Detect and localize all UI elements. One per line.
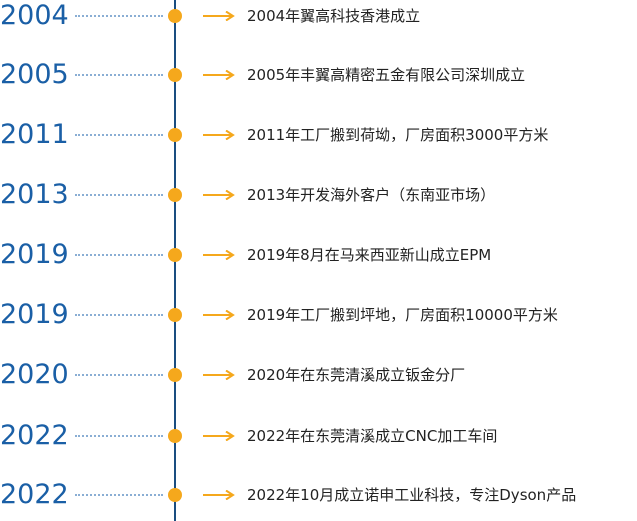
event-description: 2005年丰翼高精密五金有限公司深圳成立: [247, 66, 526, 84]
arrow-head: [225, 490, 235, 500]
timeline-dot-icon: [168, 188, 182, 202]
timeline-dot-icon: [168, 368, 182, 382]
arrow-right-icon: [203, 490, 235, 500]
timeline-dot-icon: [168, 128, 182, 142]
event-description: 2019年工厂搬到坪地，厂房面积10000平方米: [247, 306, 558, 324]
timeline-dot-icon: [168, 248, 182, 262]
timeline-event: 2022 2022年在东莞清溪成立CNC加工车间: [0, 416, 637, 456]
timeline-event: 2004 2004年翼高科技香港成立: [0, 0, 637, 36]
arrow-head: [225, 250, 235, 260]
dotted-leader-line: [75, 494, 163, 496]
timeline-event: 2013 2013年开发海外客户（东南亚市场）: [0, 175, 637, 215]
event-year: 2022: [0, 420, 69, 451]
arrow-right-icon: [203, 11, 235, 21]
arrow-right-icon: [203, 130, 235, 140]
timeline-event: 2020 2020年在东莞清溪成立钣金分厂: [0, 355, 637, 395]
event-year: 2011: [0, 119, 69, 150]
event-description: 2022年在东莞清溪成立CNC加工车间: [247, 427, 498, 445]
event-description: 2022年10月成立诺申工业科技，专注Dyson产品: [247, 486, 577, 504]
event-year: 2020: [0, 359, 69, 390]
arrow-right-icon: [203, 250, 235, 260]
timeline-event: 2019 2019年工厂搬到坪地，厂房面积10000平方米: [0, 295, 637, 335]
arrow-head: [225, 431, 235, 441]
event-year: 2005: [0, 59, 69, 90]
event-description: 2011年工厂搬到荷坳，厂房面积3000平方米: [247, 126, 549, 144]
timeline-event: 2005 2005年丰翼高精密五金有限公司深圳成立: [0, 55, 637, 95]
dotted-leader-line: [75, 194, 163, 196]
timeline-dot-icon: [168, 429, 182, 443]
arrow-right-icon: [203, 431, 235, 441]
timeline-dot-icon: [168, 488, 182, 502]
arrow-head: [225, 190, 235, 200]
timeline-event: 2022 2022年10月成立诺申工业科技，专注Dyson产品: [0, 475, 637, 515]
event-year: 2019: [0, 239, 69, 270]
event-description: 2013年开发海外客户（东南亚市场）: [247, 186, 496, 204]
event-description: 2020年在东莞清溪成立钣金分厂: [247, 366, 466, 384]
arrow-head: [225, 370, 235, 380]
timeline-event: 2019 2019年8月在马来西亚新山成立EPM: [0, 235, 637, 275]
arrow-head: [225, 70, 235, 80]
event-year: 2019: [0, 299, 69, 330]
event-year: 2013: [0, 179, 69, 210]
event-description: 2019年8月在马来西亚新山成立EPM: [247, 246, 492, 264]
dotted-leader-line: [75, 435, 163, 437]
dotted-leader-line: [75, 254, 163, 256]
dotted-leader-line: [75, 314, 163, 316]
dotted-leader-line: [75, 134, 163, 136]
arrow-right-icon: [203, 370, 235, 380]
event-year: 2004: [0, 0, 69, 31]
dotted-leader-line: [75, 74, 163, 76]
event-description: 2004年翼高科技香港成立: [247, 7, 421, 25]
dotted-leader-line: [75, 15, 163, 17]
arrow-head: [225, 310, 235, 320]
arrow-right-icon: [203, 310, 235, 320]
arrow-right-icon: [203, 70, 235, 80]
dotted-leader-line: [75, 374, 163, 376]
arrow-head: [225, 11, 235, 21]
timeline-event: 2011 2011年工厂搬到荷坳，厂房面积3000平方米: [0, 115, 637, 155]
arrow-head: [225, 130, 235, 140]
arrow-right-icon: [203, 190, 235, 200]
timeline-dot-icon: [168, 68, 182, 82]
timeline-dot-icon: [168, 308, 182, 322]
timeline-dot-icon: [168, 9, 182, 23]
event-year: 2022: [0, 479, 69, 510]
